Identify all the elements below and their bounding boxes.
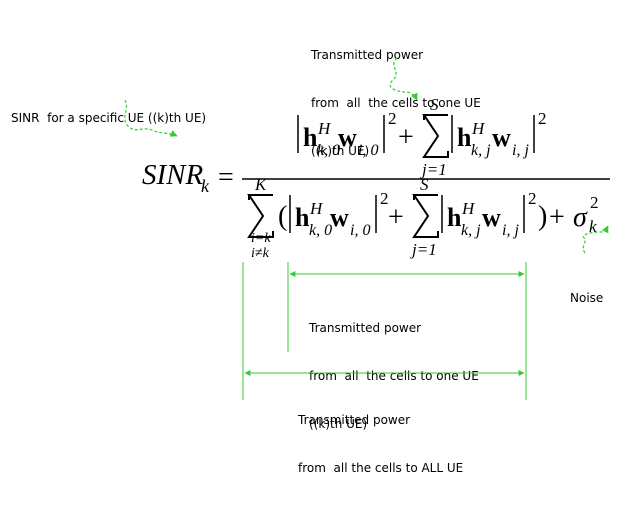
square-exponent: 2 bbox=[388, 109, 397, 128]
annotation-line: from all the cells to one UE bbox=[311, 96, 481, 110]
sup-hermitian: H bbox=[317, 119, 332, 138]
plus-sign: + bbox=[388, 202, 404, 233]
annotation-line: ((k)th UE) bbox=[311, 144, 370, 158]
square-exponent: 2 bbox=[528, 189, 537, 208]
sigma-symbol: σ bbox=[573, 202, 588, 233]
equals-sign: = bbox=[218, 162, 234, 193]
summation-sign bbox=[247, 194, 274, 238]
annotation-sinr: SINR for a specific UE ((k)th UE) bbox=[11, 78, 206, 158]
sigma-subscript: k bbox=[589, 217, 597, 236]
squiggle-arrow-left bbox=[124, 99, 178, 137]
sum-lower-limit: j=1 bbox=[420, 160, 447, 179]
summation-sign bbox=[412, 194, 439, 238]
sub-kj: k, j bbox=[471, 142, 491, 159]
plus-sign: + bbox=[549, 202, 565, 233]
annotation-line: from all the cells to ALL UE bbox=[298, 461, 464, 475]
annotation-top-right: Transmitted power from all the cells to … bbox=[311, 15, 481, 191]
plus-sign: + bbox=[398, 122, 414, 153]
summation-sign bbox=[422, 114, 449, 158]
annotation-line: SINR for a specific UE ((k)th UE) bbox=[11, 111, 207, 125]
left-paren: ( bbox=[278, 201, 287, 232]
sub-k0: k, 0 bbox=[309, 222, 332, 239]
sub-k0: k, 0 bbox=[317, 142, 340, 159]
sum-lower-limit: j=1 bbox=[410, 240, 437, 259]
vector-w: w bbox=[482, 203, 501, 232]
sup-hermitian: H bbox=[461, 199, 476, 218]
square-exponent: 2 bbox=[538, 109, 547, 128]
sinr-symbol: SINR bbox=[142, 159, 204, 191]
annotation-line: Transmitted power bbox=[311, 48, 424, 62]
vector-h: h bbox=[295, 203, 310, 232]
sum-upper-limit: S bbox=[430, 95, 439, 114]
right-paren: ) bbox=[538, 201, 547, 232]
annotation-line: Noise bbox=[570, 291, 604, 305]
sum-upper-limit: K bbox=[254, 175, 268, 194]
sub-i0: i, 0 bbox=[350, 222, 370, 239]
squiggle-arrow-top bbox=[389, 57, 418, 101]
square-exponent: 2 bbox=[380, 189, 389, 208]
sigma-superscript: 2 bbox=[590, 193, 599, 212]
annotation-line: Transmitted power bbox=[298, 413, 411, 427]
sup-hermitian: H bbox=[309, 199, 324, 218]
formula-canvas: SINR k = h H k, 0 w i, 0 2 + S j=1 h H k… bbox=[124, 57, 610, 400]
sup-hermitian: H bbox=[471, 119, 486, 138]
vector-h: h bbox=[457, 123, 472, 152]
sinr-diagram: Transmitted power from all the cells to … bbox=[11, 15, 610, 475]
vector-w: w bbox=[492, 123, 511, 152]
vector-w: w bbox=[338, 123, 357, 152]
sinr-subscript: k bbox=[201, 176, 210, 196]
sum-lower-limit: i≠k bbox=[251, 246, 270, 261]
sub-i0: i, 0 bbox=[358, 142, 378, 159]
sum-lower-limit: i=k bbox=[251, 231, 271, 246]
annotation-line: Transmitted power bbox=[309, 321, 422, 335]
sub-ij: i, j bbox=[512, 142, 529, 159]
vector-h: h bbox=[303, 123, 318, 152]
vector-w: w bbox=[330, 203, 349, 232]
sub-kj: k, j bbox=[461, 222, 481, 239]
squiggle-arrow-noise bbox=[582, 225, 609, 254]
sub-ij: i, j bbox=[502, 222, 519, 239]
annotation-noise: Noise bbox=[570, 258, 603, 338]
sum-upper-limit: S bbox=[420, 175, 429, 194]
vector-h: h bbox=[447, 203, 462, 232]
